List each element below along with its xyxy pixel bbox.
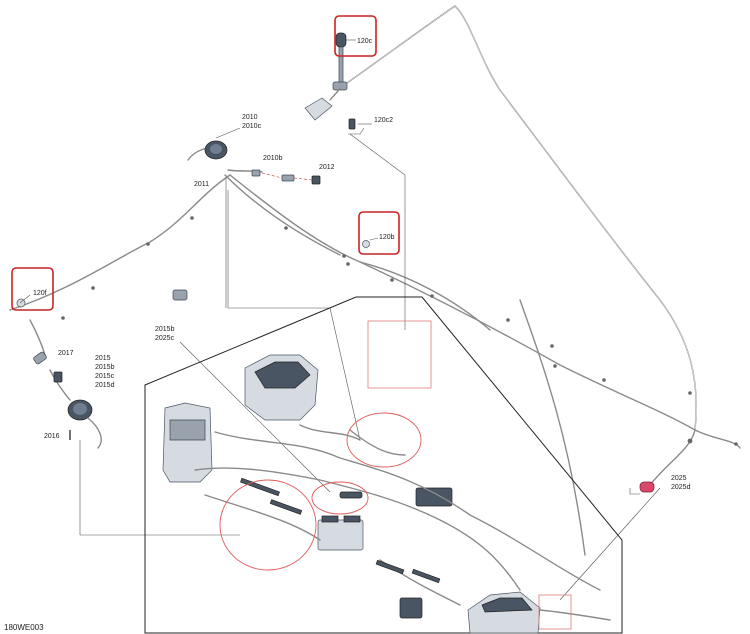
part-120b-clip [362, 240, 370, 248]
leader-lines [19, 39, 661, 601]
part-2017-connector [33, 351, 63, 383]
inset-harness [194, 424, 611, 621]
callout-2025c: 2025c [155, 335, 175, 342]
callout-2015b-lower: 2015b [95, 364, 115, 371]
part-2010b-connector [251, 169, 321, 185]
callout-2011: 2011 [194, 181, 209, 188]
callout-2015b-upper: 2015b [155, 326, 175, 333]
figure-code: 180WE003 [4, 623, 44, 632]
inset-seat-left [162, 402, 213, 483]
callout-2010: 2010 [242, 114, 258, 121]
callout-2025: 2025 [671, 475, 687, 482]
part-2010-gauge [204, 140, 228, 160]
callout-2016: 2016 [44, 433, 60, 440]
inset-dash-top [244, 354, 319, 421]
callout-2017: 2017 [58, 350, 74, 357]
part-120c-antenna [304, 32, 348, 121]
callout-2010c: 2010c [242, 123, 262, 130]
callout-120b: 120b [379, 234, 395, 241]
callout-2012: 2012 [319, 164, 335, 171]
inset-fusebox [415, 487, 453, 507]
callout-120c: 120c [357, 38, 373, 45]
callout-2015c: 2015c [95, 373, 115, 380]
callout-labels: 120c 120c2 2010 2010c 2010b 2012 2011 12… [4, 38, 691, 632]
callout-2015d: 2015d [95, 382, 115, 389]
inset-battery-small [399, 597, 423, 619]
main-harness [9, 5, 741, 556]
highlights [11, 15, 572, 630]
callout-2015: 2015 [95, 355, 111, 362]
inset-dash-bottom [467, 591, 541, 634]
part-120c2-sensor [348, 118, 365, 135]
callout-2025d: 2025d [671, 484, 691, 491]
part-2015-gauge [67, 399, 102, 449]
part-120f-clip [16, 298, 26, 308]
detail-inset [144, 296, 623, 634]
part-2025-connector [629, 481, 655, 495]
callout-120c2: 120c2 [374, 117, 393, 124]
callout-2010b: 2010b [263, 155, 283, 162]
inset-battery [317, 515, 364, 551]
part-2015b-relay [172, 289, 188, 301]
callout-120f: 120f [33, 290, 47, 297]
